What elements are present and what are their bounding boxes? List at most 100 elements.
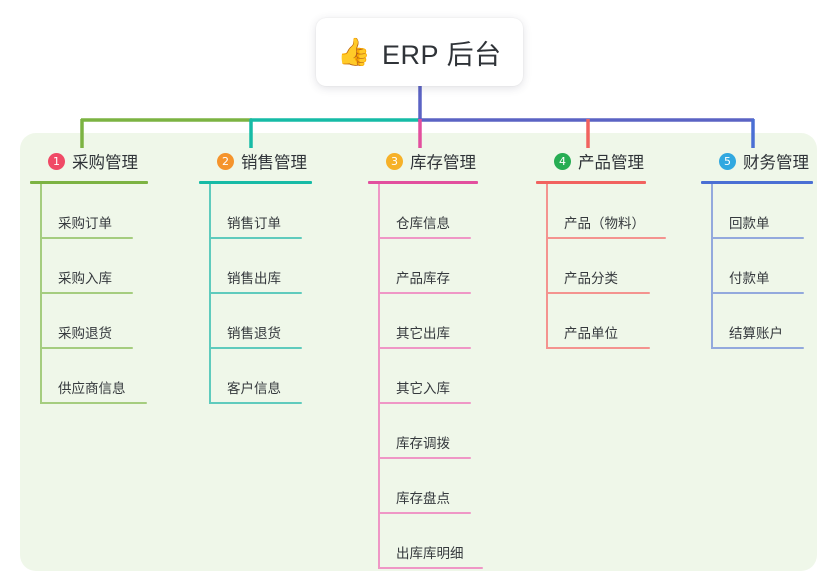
leaf-label: 回款单 bbox=[729, 216, 770, 231]
branch-title: 销售管理 bbox=[241, 154, 307, 172]
branch-column-inventory: 3 库存管理 仓库信息 产品库存 其它出库 其它入库 库存调拨 bbox=[368, 148, 528, 569]
branch-leaf-list: 仓库信息 产品库存 其它出库 其它入库 库存调拨 库存盘点 bbox=[368, 184, 528, 569]
branch-badge-number: 5 bbox=[719, 152, 736, 170]
branch-badge-number: 1 bbox=[48, 152, 65, 170]
branch-underline bbox=[701, 181, 813, 184]
leaf-item[interactable]: 产品单位 bbox=[536, 294, 706, 349]
leaf-underline bbox=[378, 457, 471, 459]
leaf-underline bbox=[40, 292, 133, 294]
leaf-item[interactable]: 结算账户 bbox=[701, 294, 839, 349]
leaf-item[interactable]: 其它入库 bbox=[368, 349, 528, 404]
leaf-label: 采购订单 bbox=[58, 216, 112, 231]
leaf-item[interactable]: 客户信息 bbox=[199, 349, 349, 404]
leaf-item[interactable]: 其它出库 bbox=[368, 294, 528, 349]
branch-title: 库存管理 bbox=[410, 154, 476, 172]
leaf-underline bbox=[378, 292, 471, 294]
leaf-item[interactable]: 产品（物料） bbox=[536, 184, 706, 239]
leaf-underline bbox=[40, 402, 147, 404]
leaf-label: 销售订单 bbox=[227, 216, 281, 231]
leaf-label: 采购退货 bbox=[58, 326, 112, 341]
leaf-label: 采购入库 bbox=[58, 271, 112, 286]
branch-leaf-list: 产品（物料） 产品分类 产品单位 bbox=[536, 184, 706, 349]
leaf-label: 客户信息 bbox=[227, 381, 281, 396]
leaf-item[interactable]: 销售出库 bbox=[199, 239, 349, 294]
leaf-label: 产品库存 bbox=[396, 271, 450, 286]
leaf-label: 结算账户 bbox=[729, 326, 783, 341]
leaf-item[interactable]: 采购入库 bbox=[30, 239, 180, 294]
leaf-label: 其它出库 bbox=[396, 326, 450, 341]
leaf-label: 付款单 bbox=[729, 271, 770, 286]
leaf-item[interactable]: 采购退货 bbox=[30, 294, 180, 349]
leaf-underline bbox=[209, 237, 302, 239]
branch-spine bbox=[546, 184, 548, 349]
branch-header[interactable]: 1 采购管理 bbox=[30, 148, 180, 174]
leaf-label: 产品单位 bbox=[564, 326, 618, 341]
leaf-label: 销售退货 bbox=[227, 326, 281, 341]
leaf-underline bbox=[40, 237, 133, 239]
leaf-item[interactable]: 销售退货 bbox=[199, 294, 349, 349]
leaf-underline bbox=[711, 292, 804, 294]
leaf-label: 销售出库 bbox=[227, 271, 281, 286]
leaf-label: 其它入库 bbox=[396, 381, 450, 396]
leaf-item[interactable]: 库存盘点 bbox=[368, 459, 528, 514]
leaf-label: 仓库信息 bbox=[396, 216, 450, 231]
leaf-label: 供应商信息 bbox=[58, 381, 126, 396]
branch-header[interactable]: 4 产品管理 bbox=[536, 148, 706, 174]
leaf-underline bbox=[711, 237, 804, 239]
leaf-underline bbox=[209, 347, 302, 349]
branch-leaf-list: 销售订单 销售出库 销售退货 客户信息 bbox=[199, 184, 349, 404]
leaf-underline bbox=[546, 292, 650, 294]
branch-column-purchasing: 1 采购管理 采购订单 采购入库 采购退货 供应商信息 bbox=[30, 148, 180, 404]
leaf-underline bbox=[378, 567, 483, 569]
leaf-label: 产品（物料） bbox=[564, 216, 645, 231]
branch-badge-number: 3 bbox=[386, 152, 403, 170]
branch-underline bbox=[30, 181, 148, 184]
branch-spine bbox=[711, 184, 713, 349]
leaf-underline bbox=[209, 402, 302, 404]
branch-header[interactable]: 2 销售管理 bbox=[199, 148, 349, 174]
branch-spine bbox=[40, 184, 42, 404]
leaf-item[interactable]: 采购订单 bbox=[30, 184, 180, 239]
leaf-item[interactable]: 销售订单 bbox=[199, 184, 349, 239]
leaf-underline bbox=[546, 347, 650, 349]
leaf-item[interactable]: 回款单 bbox=[701, 184, 839, 239]
leaf-label: 库存盘点 bbox=[396, 491, 450, 506]
leaf-underline bbox=[378, 347, 471, 349]
leaf-item[interactable]: 出库库明细 bbox=[368, 514, 528, 569]
leaf-underline bbox=[209, 292, 302, 294]
branch-leaf-list: 回款单 付款单 结算账户 bbox=[701, 184, 839, 349]
root-node-label: ERP 后台 bbox=[382, 39, 502, 70]
leaf-underline bbox=[378, 237, 471, 239]
leaf-underline bbox=[378, 512, 471, 514]
leaf-item[interactable]: 供应商信息 bbox=[30, 349, 180, 404]
branch-underline bbox=[199, 181, 312, 184]
leaf-underline bbox=[40, 347, 133, 349]
branch-title: 产品管理 bbox=[578, 154, 644, 172]
root-node-erp-backend[interactable]: 👍 ERP 后台 bbox=[316, 18, 523, 86]
leaf-item[interactable]: 产品分类 bbox=[536, 239, 706, 294]
branch-badge-number: 4 bbox=[554, 152, 571, 170]
leaf-item[interactable]: 库存调拨 bbox=[368, 404, 528, 459]
leaf-underline bbox=[378, 402, 471, 404]
branch-badge-number: 2 bbox=[217, 152, 234, 170]
branch-header[interactable]: 3 库存管理 bbox=[368, 148, 528, 174]
leaf-label: 库存调拨 bbox=[396, 436, 450, 451]
branch-leaf-list: 采购订单 采购入库 采购退货 供应商信息 bbox=[30, 184, 180, 404]
branch-column-sales: 2 销售管理 销售订单 销售出库 销售退货 客户信息 bbox=[199, 148, 349, 404]
branch-spine bbox=[209, 184, 211, 404]
leaf-item[interactable]: 仓库信息 bbox=[368, 184, 528, 239]
branch-header[interactable]: 5 财务管理 bbox=[701, 148, 839, 174]
leaf-underline bbox=[546, 237, 666, 239]
branch-title: 财务管理 bbox=[743, 154, 809, 172]
leaf-item[interactable]: 付款单 bbox=[701, 239, 839, 294]
branch-column-finance: 5 财务管理 回款单 付款单 结算账户 bbox=[701, 148, 839, 349]
branch-title: 采购管理 bbox=[72, 154, 138, 172]
branch-underline bbox=[368, 181, 478, 184]
leaf-underline bbox=[711, 347, 804, 349]
diagram-panel-background bbox=[20, 133, 817, 571]
thumbs-up-emoji: 👍 bbox=[337, 36, 372, 67]
branch-underline bbox=[536, 181, 646, 184]
branch-spine bbox=[378, 184, 380, 569]
leaf-item[interactable]: 产品库存 bbox=[368, 239, 528, 294]
